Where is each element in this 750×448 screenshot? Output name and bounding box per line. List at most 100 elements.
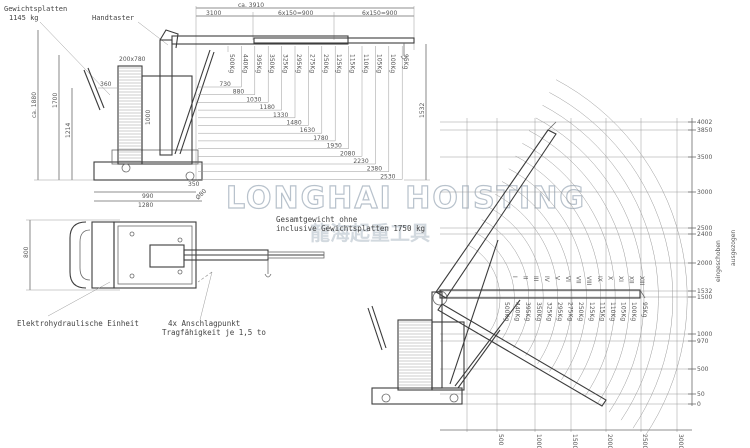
reach-arcs — [468, 79, 688, 437]
side-load-label: 350Kg — [268, 54, 275, 73]
axis-tick-label: 1500 — [697, 294, 712, 301]
axis-tick-label: 2500 — [697, 225, 712, 232]
reach-arc — [535, 117, 645, 413]
reach-arc — [522, 143, 616, 397]
roman-label: IV — [543, 276, 550, 283]
side-load-label: 325Kg — [282, 54, 289, 73]
roman-label: I — [511, 276, 518, 278]
reach-arc — [549, 92, 674, 429]
dim-6x150b: 6x150=900 — [362, 10, 397, 17]
side-load-label: 500Kg — [228, 54, 235, 73]
watermark-chinese: 龍海起重工具 — [310, 221, 430, 245]
side-load-label: 125Kg — [335, 54, 342, 73]
axis-tick-label: 1532 — [697, 288, 712, 295]
dim-ca1880: ca. 1880 — [31, 92, 38, 118]
side-load-label: 440Kg — [241, 54, 248, 73]
weight-plates-hatch-right — [399, 321, 431, 389]
label-gewicht: 1145 kg — [9, 14, 39, 22]
reach-arc — [555, 79, 688, 437]
axis-tick-label: 500 — [697, 366, 709, 373]
axis-tick-label: 3000 — [677, 434, 684, 448]
arc-load-label: 115Kg — [598, 302, 605, 321]
roman-label: III — [532, 276, 539, 282]
grid-horizontal — [440, 118, 693, 431]
label-ausgezogen: ausgezogen — [730, 230, 737, 266]
arc-load-label: 295Kg — [556, 302, 563, 321]
axis-tick-label: 3000 — [697, 189, 712, 196]
axis-tick-label: 1000 — [535, 434, 542, 448]
dim-1532: 1532 — [419, 103, 426, 118]
label-eingeschoben: eingeschoben — [715, 240, 722, 282]
label-anschlag-2: Tragfähigkeit je 1,5 to — [162, 328, 266, 337]
axis-tick-label: 2000 — [697, 260, 712, 267]
dim-phi: Ø80 — [194, 188, 208, 202]
side-load-label: 395Kg — [255, 54, 262, 73]
roman-label: XIII — [638, 276, 645, 286]
axis-tick-label: 500 — [497, 434, 504, 446]
roman-label: XI — [617, 276, 624, 282]
reach-arc — [468, 244, 501, 332]
reach-label: 1930 — [327, 143, 342, 150]
arc-load-label: 125Kg — [588, 302, 595, 321]
arc-load-label: 440Kg — [514, 302, 521, 321]
dim-6x150a: 6x150=900 — [278, 10, 313, 17]
reach-arc — [474, 232, 515, 340]
roman-label: VI — [564, 276, 571, 282]
dim-800: 800 — [23, 246, 30, 258]
arc-load-label: 350Kg — [535, 302, 542, 321]
reach-arc — [542, 104, 659, 421]
right-height-axis: 4002385035003000250024002000153215001000… — [688, 119, 712, 408]
arc-load-label: 100Kg — [630, 302, 637, 321]
dim-1000: 1000 — [145, 110, 152, 125]
dim-350: 350 — [188, 181, 200, 188]
axis-tick-label: 1500 — [571, 434, 578, 448]
plan-view: 800 — [23, 219, 325, 321]
reach-label: 1330 — [273, 112, 288, 119]
side-load-label: 115Kg — [349, 54, 356, 73]
dim-200x780: 200x780 — [119, 56, 146, 63]
arc-load-label: 395Kg — [524, 302, 531, 321]
axis-tick-label: 2000 — [606, 434, 613, 448]
reach-label: 1630 — [300, 127, 315, 134]
reach-arc — [528, 130, 630, 405]
reach-label: 730 — [219, 81, 231, 88]
watermark-text: LONGHAI HOISTING — [226, 181, 586, 216]
axis-tick-label: 3850 — [697, 127, 712, 134]
reach-label: 2380 — [367, 166, 382, 173]
roman-label: IX — [596, 276, 603, 282]
roman-label: V — [553, 276, 560, 281]
label-handtaster: Handtaster — [92, 14, 134, 22]
side-load-label: 250Kg — [322, 54, 329, 73]
reach-label: 1030 — [246, 96, 261, 103]
dim-990: 990 — [142, 193, 154, 200]
arc-load-label: 275Kg — [567, 302, 574, 321]
reach-dimension-lines: 7308801030118013301480163017801930208022… — [198, 52, 403, 180]
axis-tick-label: 1000 — [697, 331, 712, 338]
reach-arc — [515, 155, 602, 389]
roman-label: VII — [575, 276, 582, 284]
axis-tick-label: 2400 — [697, 231, 712, 238]
side-load-label: 110Kg — [362, 54, 369, 73]
reach-label: 2080 — [340, 150, 355, 157]
side-load-label: 295Kg — [295, 54, 302, 73]
reach-arc — [488, 206, 544, 356]
weight-plates-hatch — [119, 67, 141, 162]
arc-load-label: 105Kg — [620, 302, 627, 321]
axis-tick-label: 4002 — [697, 119, 712, 126]
dim-top: ca. 3910 — [238, 2, 264, 9]
side-load-label: 105Kg — [375, 54, 382, 73]
label-gesamt-2: inclusive Gewichtsplatten 1750 kg — [276, 224, 425, 233]
arc-load-label: 500Kg — [503, 302, 510, 321]
dim-1700: 1700 — [52, 93, 59, 108]
reach-arc — [481, 219, 530, 348]
reach-label: 2230 — [353, 158, 368, 165]
dim-1214: 1214 — [65, 123, 72, 138]
axis-tick-label: 970 — [697, 338, 709, 345]
arc-load-label: 250Kg — [577, 302, 584, 321]
